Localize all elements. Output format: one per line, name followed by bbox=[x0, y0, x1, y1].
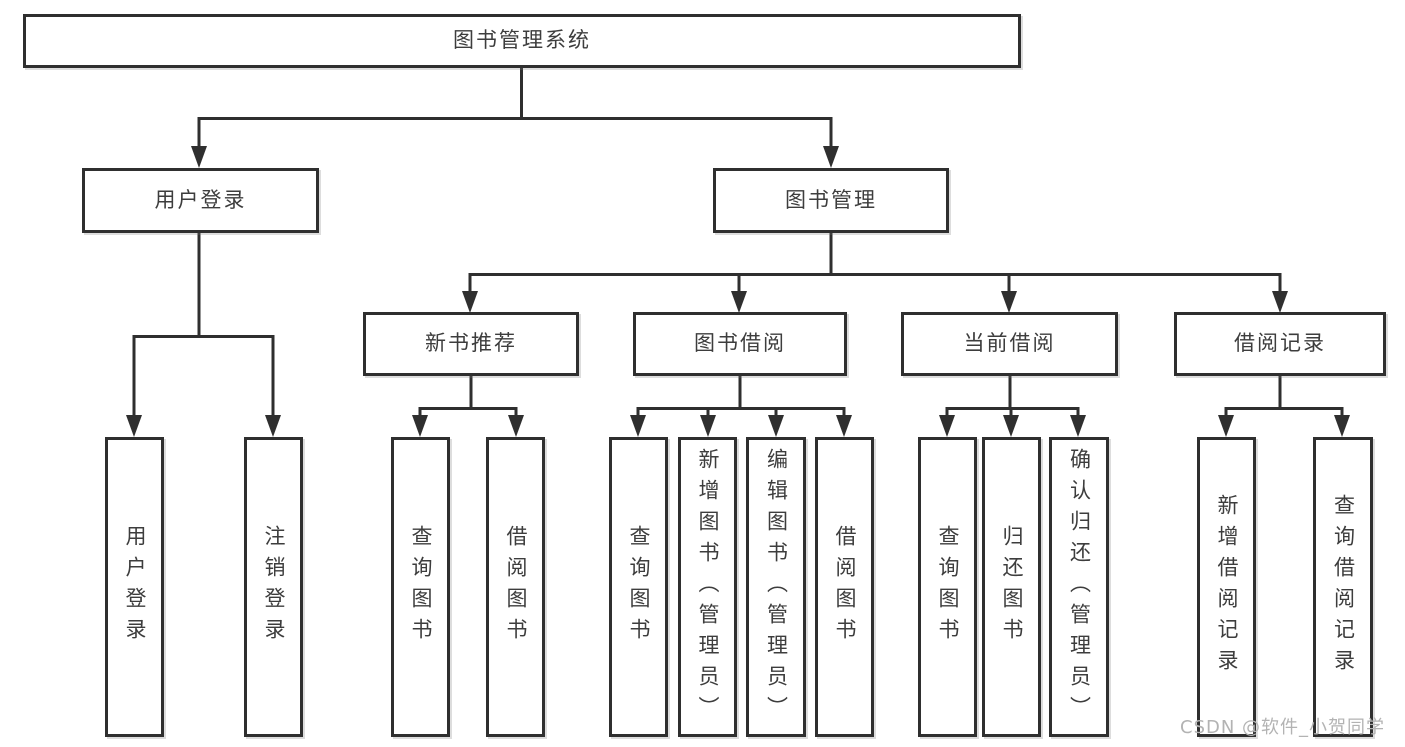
arrow-icon bbox=[823, 146, 839, 168]
arrow-icon bbox=[1001, 291, 1017, 313]
node-current-borrowing: 当前借阅 bbox=[901, 312, 1118, 376]
leaf-add-book-admin: 新增图书（管理员） bbox=[678, 437, 737, 737]
edge-borrow-to-leaves bbox=[636, 373, 846, 421]
node-library-management-system: 图书管理系统 bbox=[23, 14, 1021, 68]
node-new-book-recommend: 新书推荐 bbox=[363, 312, 579, 376]
leaf-query-books-borrowing: 查询图书 bbox=[609, 437, 668, 737]
arrow-icon bbox=[700, 415, 716, 437]
leaf-query-borrow-record: 查询借阅记录 bbox=[1313, 437, 1373, 737]
arrow-icon bbox=[731, 291, 747, 313]
arrow-icon bbox=[1334, 415, 1350, 437]
edge-root-to-level2 bbox=[197, 65, 833, 152]
leaf-borrow-books-borrowing: 借阅图书 bbox=[815, 437, 874, 737]
leaf-return-books: 归还图书 bbox=[982, 437, 1041, 737]
leaf-edit-book-admin: 编辑图书（管理员） bbox=[746, 437, 806, 737]
arrow-icon bbox=[462, 291, 478, 313]
arrow-icon bbox=[1272, 291, 1288, 313]
node-book-borrowing: 图书借阅 bbox=[633, 312, 847, 376]
leaf-user-login: 用户登录 bbox=[105, 437, 164, 737]
csdn-watermark: CSDN @软件_小贺同学 bbox=[1180, 717, 1386, 738]
edge-mgmt-to-level3 bbox=[468, 230, 1282, 297]
arrow-icon bbox=[836, 415, 852, 437]
node-borrowing-records: 借阅记录 bbox=[1174, 312, 1386, 376]
arrow-icon bbox=[412, 415, 428, 437]
node-book-management: 图书管理 bbox=[713, 168, 949, 233]
arrow-icon bbox=[191, 146, 207, 168]
arrowheads bbox=[126, 146, 1350, 437]
arrow-icon bbox=[1070, 415, 1086, 437]
leaf-query-books-recommend: 查询图书 bbox=[391, 437, 450, 737]
node-user-login: 用户登录 bbox=[82, 168, 319, 233]
arrow-icon bbox=[265, 415, 281, 437]
arrow-icon bbox=[1003, 415, 1019, 437]
leaf-confirm-return-admin: 确认归还（管理员） bbox=[1049, 437, 1109, 737]
edge-current-to-leaves bbox=[945, 373, 1080, 421]
arrow-icon bbox=[1218, 415, 1234, 437]
arrow-icon bbox=[939, 415, 955, 437]
arrow-icon bbox=[508, 415, 524, 437]
arrow-icon bbox=[768, 415, 784, 437]
leaf-query-books-current: 查询图书 bbox=[918, 437, 977, 737]
arrow-icon bbox=[126, 415, 142, 437]
arrow-icon bbox=[630, 415, 646, 437]
leaf-logout: 注销登录 bbox=[244, 437, 303, 737]
leaf-add-borrow-record: 新增借阅记录 bbox=[1197, 437, 1256, 737]
leaf-borrow-books-recommend: 借阅图书 bbox=[486, 437, 545, 737]
edge-login-to-leaves bbox=[132, 230, 275, 421]
edge-records-to-leaves bbox=[1224, 373, 1344, 421]
edge-recommend-to-leaves bbox=[418, 373, 518, 421]
